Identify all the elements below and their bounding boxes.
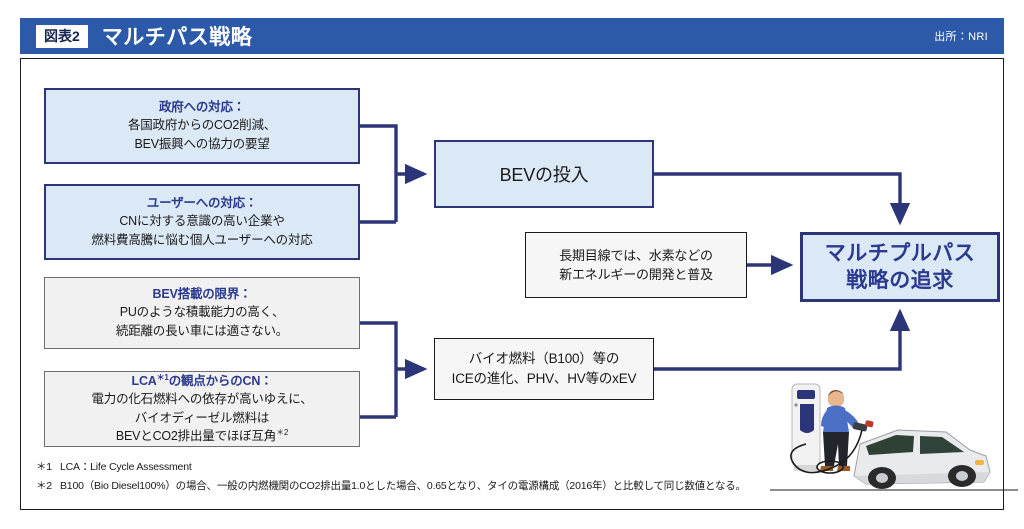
node-bev-limitation[interactable]: BEV搭載の限界： PUのような積載能力の高く、 続距離の長い車には適さない。	[44, 277, 360, 349]
node-line: 電力の化石燃料への依存が高いゆえに、	[91, 391, 313, 406]
footnote-ref-1: ＊1	[156, 372, 169, 382]
node-title: ユーザーへの対応：	[146, 196, 258, 211]
figure-header: 図表2 マルチパス戦略 出所：NRI	[20, 18, 1004, 54]
node-line: BEV振興への協力の要望	[134, 137, 270, 152]
node-line: マルチプルパス	[824, 241, 976, 265]
footnote-marker: ＊2	[36, 480, 52, 493]
node-title-main: LCA	[131, 373, 157, 388]
node-line: 各国政府からのCO2削減、	[127, 118, 277, 133]
figure-number-badge: 図表2	[36, 24, 88, 48]
footnote-item: ＊2 B100（Bio Diesel100%）の場合、一般の内燃機関のCO2排出量…	[36, 477, 936, 496]
node-line: 燃料費高騰に悩む個人ユーザーへの対応	[91, 233, 313, 248]
node-user-response[interactable]: ユーザーへの対応： CNに対する意識の高い企業や 燃料費高騰に悩む個人ユーザーへ…	[44, 184, 360, 260]
node-line: CNに対する意識の高い企業や	[119, 214, 285, 229]
node-lca-cn[interactable]: LCA＊1の観点からのCN： 電力の化石燃料への依存が高いゆえに、 バイオディー…	[44, 371, 360, 447]
node-line: バイオ燃料（B100）等の	[468, 350, 620, 366]
vehicle-illustration	[853, 429, 991, 489]
node-line: 新エネルギーの開発と普及	[559, 267, 713, 282]
footnote-text: B100（Bio Diesel100%）の場合、一般の内燃機関のCO2排出量1.…	[60, 480, 746, 493]
node-title: BEV搭載の限界：	[152, 287, 252, 302]
node-line: ICEの進化、PHV、HV等のxEV	[451, 371, 637, 386]
node-title: LCA＊1の観点からのCN：	[132, 372, 273, 390]
footnotes: ＊1 LCA：Life Cycle Assessment ＊2 B100（Bio D…	[36, 458, 936, 497]
node-multipath-strategy-goal[interactable]: マルチプルパス 戦略の追求	[800, 232, 1000, 302]
node-title-rest: の観点からのCN：	[168, 373, 273, 388]
charging-station-icon	[791, 383, 821, 471]
node-line-main: BEVとCO2排出量でほぼ互角	[115, 429, 277, 444]
node-label: BEVの投入	[499, 165, 589, 185]
footnote-text: LCA：Life Cycle Assessment	[60, 461, 192, 473]
node-line: バイオディーゼル燃料は	[134, 410, 270, 425]
node-government-response[interactable]: 政府への対応： 各国政府からのCO2削減、 BEV振興への協力の要望	[44, 88, 360, 164]
node-line: 続距離の長い車には適さない。	[115, 324, 289, 339]
figure-source: 出所：NRI	[934, 31, 988, 43]
node-bev-introduction[interactable]: BEVの投入	[434, 140, 654, 208]
node-biofuel-xev[interactable]: バイオ燃料（B100）等の ICEの進化、PHV、HV等のxEV	[434, 338, 654, 400]
node-hydrogen-new-energy[interactable]: 長期目線では、水素などの 新エネルギーの開発と普及	[525, 232, 747, 298]
person-illustration	[820, 390, 874, 471]
node-line: PUのような積載能力の高く、	[119, 305, 285, 320]
footnote-item: ＊1 LCA：Life Cycle Assessment	[36, 458, 936, 477]
node-line: BEVとCO2排出量でほぼ互角＊2	[116, 427, 288, 446]
node-line: 長期目線では、水素などの	[559, 247, 713, 263]
footnote-marker: ＊1	[36, 461, 52, 473]
ev-charging-station-illustration	[770, 383, 1018, 491]
node-title: 政府への対応：	[158, 100, 246, 115]
node-line: 戦略の追求	[846, 269, 954, 292]
figure-title: マルチパス戦略	[101, 26, 253, 49]
footnote-ref-2: ＊2	[276, 428, 289, 438]
